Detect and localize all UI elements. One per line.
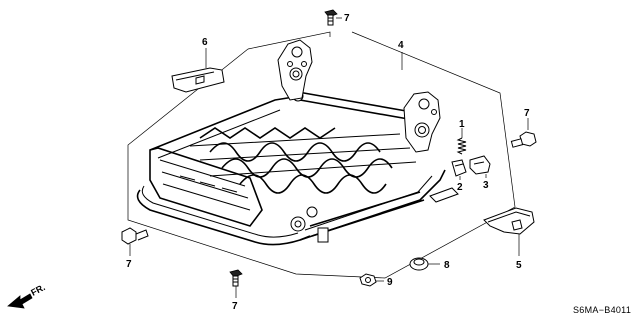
part-1-spring: [456, 128, 467, 155]
part-7-bolt-left: [121, 227, 149, 256]
callout-2: 2: [457, 182, 463, 193]
callout-9: 9: [387, 277, 393, 288]
part-6-cover: [171, 48, 225, 93]
assembly-boundary: [127, 31, 516, 279]
callout-8: 8: [444, 260, 450, 271]
callout-7-right: 7: [524, 108, 530, 119]
callout-5: 5: [516, 260, 522, 271]
part-9-nut: [359, 273, 384, 287]
callout-7-bottom: 7: [232, 301, 238, 312]
diagram-code: S6MA−B4011: [573, 305, 631, 315]
callout-7-left: 7: [126, 259, 132, 270]
part-7-bolt-right: [510, 118, 537, 148]
callout-3: 3: [483, 180, 489, 191]
part-7-bolt-bottom: [229, 269, 243, 298]
front-direction-indicator: FR.: [7, 282, 47, 309]
callout-7-top: 7: [344, 13, 350, 24]
callout-4: 4: [398, 40, 404, 51]
part-3-clip: [469, 155, 491, 178]
front-arrow-icon: [7, 293, 33, 309]
callout-1: 1: [459, 119, 465, 130]
part-5-bracket: [483, 207, 535, 256]
part-2-clip: [451, 159, 467, 180]
front-direction-label: FR.: [29, 282, 46, 298]
part-7-bolt-top: [324, 9, 342, 26]
seat-frame-assembly: [136, 39, 459, 246]
callout-6: 6: [202, 37, 208, 48]
part-8-grommet: [409, 257, 440, 271]
